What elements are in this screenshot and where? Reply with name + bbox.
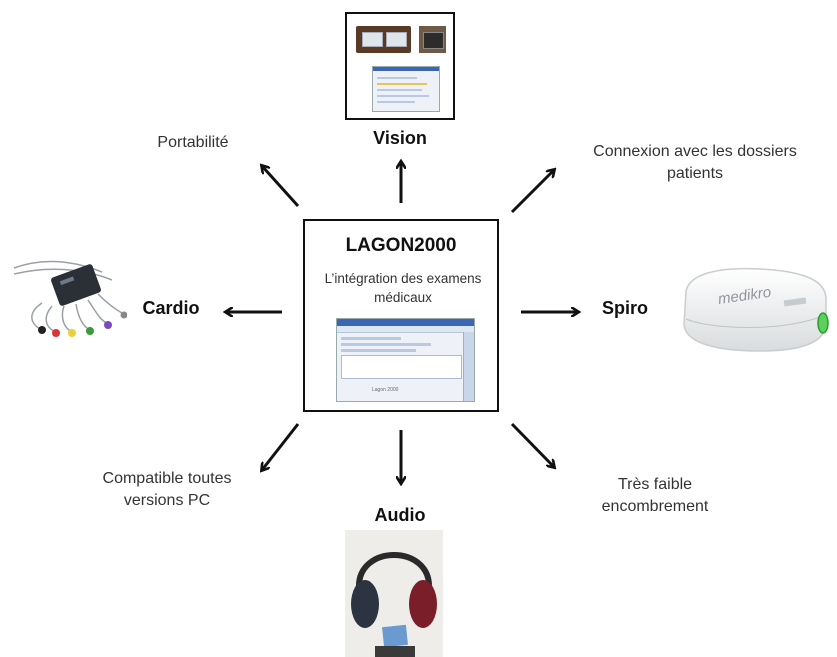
arrow-to-patient-records xyxy=(510,170,554,214)
cardio-ecg-device-photo xyxy=(13,260,127,337)
footprint-line1: Très faible xyxy=(617,476,693,493)
patient-records-line2: patients xyxy=(666,165,724,182)
arrow-to-footprint xyxy=(510,422,554,467)
cardio-label: Cardio xyxy=(142,298,200,318)
audio-label: Audio xyxy=(374,505,426,525)
compatibility-label: Compatible toutes versions PC xyxy=(72,468,262,512)
arrow-to-compatibility xyxy=(262,423,300,470)
portability-label: Portabilité xyxy=(157,134,229,151)
vision-software-screenshot xyxy=(372,66,440,112)
vision-label: Vision xyxy=(373,128,427,148)
footprint-line2: encombrement xyxy=(601,498,709,515)
arrow-to-portability xyxy=(262,166,300,208)
spiro-medikro-device-photo: medikro xyxy=(683,267,829,352)
center-subtitle: L’intégration des examens médicaux xyxy=(324,271,482,305)
center-title: LAGON2000 xyxy=(345,235,457,256)
lagon-software-screenshot: Lagon 2000 xyxy=(336,318,475,402)
patient-records-line1: Connexion avec les dossiers xyxy=(593,143,797,160)
vision-device-photo xyxy=(345,12,455,120)
patient-records-label: Connexion avec les dossiers patients xyxy=(560,141,830,185)
screenshot-footer-text: Lagon 2000 xyxy=(372,387,399,393)
compatibility-line2: versions PC xyxy=(123,492,211,509)
footprint-label: Très faible encombrement xyxy=(570,474,740,518)
audio-headphones-photo xyxy=(345,530,443,657)
compatibility-line1: Compatible toutes xyxy=(102,470,232,487)
vision-handheld-device xyxy=(419,26,446,53)
vision-tester-device xyxy=(356,26,411,53)
center-lagon-box: LAGON2000 L’intégration des examens médi… xyxy=(303,219,499,412)
spiro-label: Spiro xyxy=(601,298,648,318)
